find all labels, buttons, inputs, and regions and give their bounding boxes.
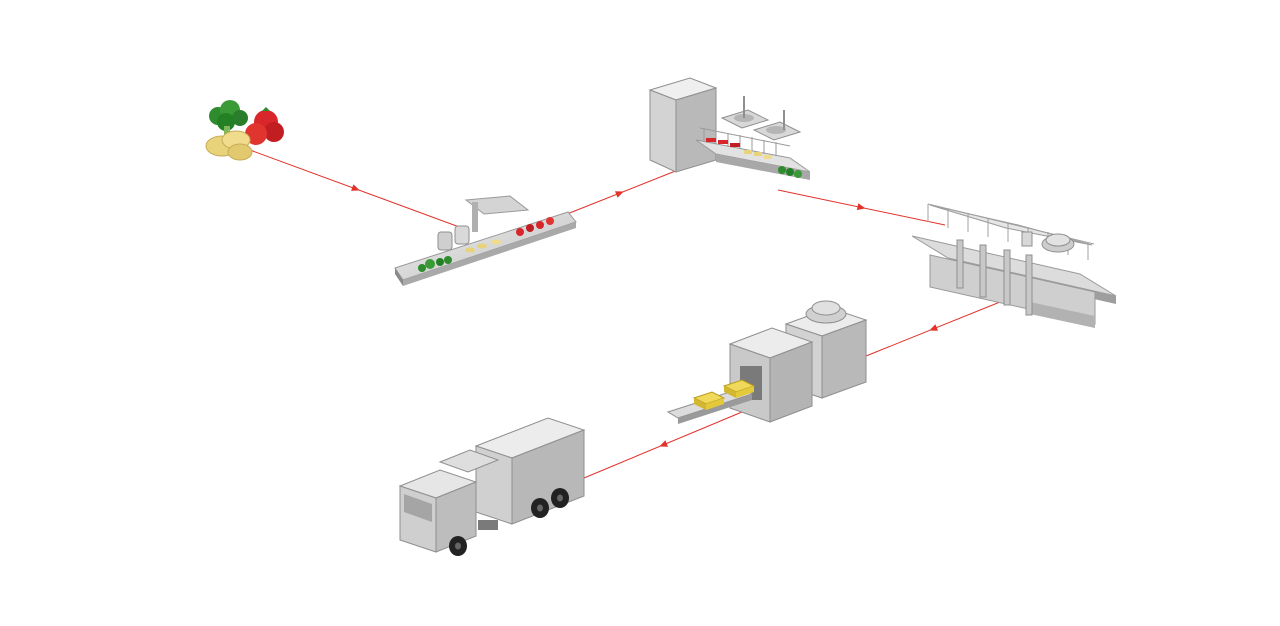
freezer-pillars [956,239,1033,316]
packaging-machine-icon [666,300,868,424]
potato-shape [205,130,253,161]
truck-icon [398,417,586,556]
package-boxes [692,379,756,410]
flow-arrow-1 [351,184,360,191]
cutting-machine-icon [648,77,811,180]
conveyor-icon [394,195,577,286]
broccoli-shape [209,100,248,138]
truck-wheels [449,488,569,556]
vegetables-icon [205,100,284,161]
flow-arrow-4 [929,324,939,331]
flow-arrow-3 [856,203,866,211]
flow-arrow-5 [659,440,669,447]
cutting-railing [699,127,791,156]
tomato-shape [245,107,284,145]
cut-produce [706,138,802,178]
flow-arrow-2 [614,191,624,198]
belt-produce [418,217,554,272]
freezer-icon [911,203,1117,328]
flow-lines [249,149,1001,479]
